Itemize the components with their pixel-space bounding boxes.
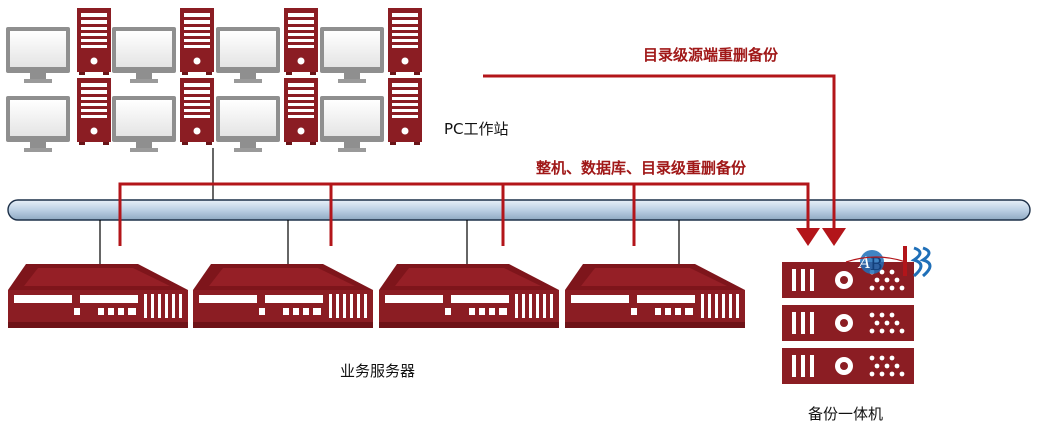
tower-pc-icon <box>284 8 318 75</box>
monitor-icon <box>216 96 280 152</box>
pc-workstation-group <box>6 8 422 152</box>
server-bus-connectors <box>99 220 680 268</box>
rack-server-icon <box>379 264 559 328</box>
rack-server-icon <box>565 264 745 328</box>
tower-pc-icon <box>180 78 214 145</box>
backup-unit-icon <box>782 348 914 384</box>
monitor-icon <box>6 96 70 152</box>
tower-pc-icon <box>388 8 422 75</box>
tower-pc-icon <box>388 78 422 145</box>
monitor-icon <box>112 96 176 152</box>
monitor-icon <box>320 27 384 83</box>
source-dedup-backup-label: 目录级源端重删备份 <box>643 46 779 64</box>
svg-text:A: A <box>857 253 871 272</box>
business-server-group <box>8 264 745 328</box>
rack-server-icon <box>193 264 373 328</box>
monitor-icon <box>320 96 384 152</box>
tower-pc-icon <box>77 8 111 75</box>
svg-text:B: B <box>870 255 883 275</box>
workstation-row-2 <box>6 78 422 152</box>
tower-pc-icon <box>77 78 111 145</box>
arrowhead-icon <box>822 228 846 246</box>
tower-pc-icon <box>284 78 318 145</box>
source-dedup-flow-line <box>483 74 836 230</box>
rack-server-icon <box>8 264 188 328</box>
workstation-row-1 <box>6 8 422 83</box>
tower-pc-icon <box>180 8 214 75</box>
brand-logo-icon: A B <box>845 246 932 278</box>
business-servers-label: 业务服务器 <box>340 362 415 380</box>
dedup-backup-flow <box>118 74 836 246</box>
backup-unit-icon <box>782 305 914 341</box>
backup-unit-icon <box>782 262 914 298</box>
network-bus <box>7 199 1031 221</box>
backup-appliance-label: 备份一体机 <box>808 405 883 423</box>
pc-workstation-label: PC工作站 <box>444 120 509 138</box>
backup-flow-line <box>118 182 810 246</box>
monitor-icon <box>112 27 176 83</box>
monitor-icon <box>216 27 280 83</box>
monitor-icon <box>6 27 70 83</box>
full-db-dir-backup-label: 整机、数据库、目录级重删备份 <box>536 159 747 177</box>
arrowhead-icon <box>796 228 820 246</box>
backup-appliance <box>782 262 914 384</box>
